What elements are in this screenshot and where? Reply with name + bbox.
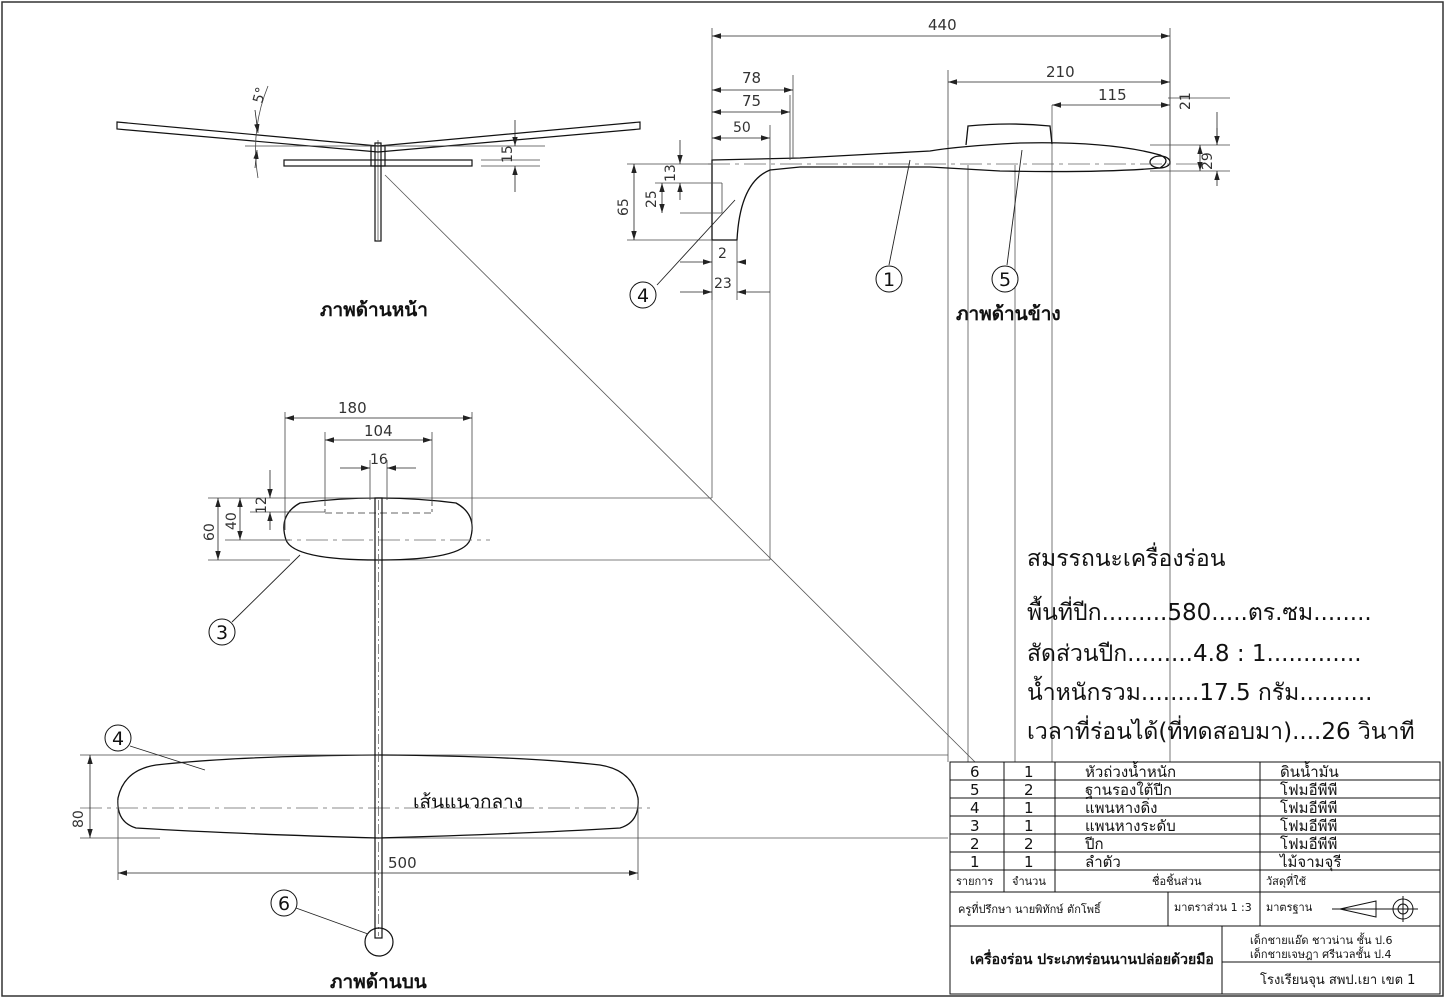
parts-row-6: 6 1 หัวถ่วงน้ำหนัก ดินน้ำมัน: [970, 761, 1339, 781]
svg-text:หัวถ่วงน้ำหนัก: หัวถ่วงน้ำหนัก: [1085, 761, 1176, 781]
dim-side-440: 440: [928, 16, 957, 34]
svg-text:1: 1: [970, 853, 980, 871]
svg-text:1: 1: [1024, 853, 1034, 871]
dim-side-210: 210: [1046, 63, 1075, 81]
svg-text:ไม้จามจุรี: ไม้จามจุรี: [1279, 853, 1341, 872]
callout-4-top: 4: [104, 724, 132, 752]
svg-text:4: 4: [112, 728, 124, 750]
svg-text:4: 4: [637, 285, 649, 307]
dim-side-65: 65: [616, 198, 632, 216]
dim-side-21: 21: [1178, 92, 1194, 110]
callout-6: 6: [270, 889, 298, 917]
callout-5: 5: [991, 265, 1019, 293]
school-name: โรงเรียนจุน สพป.เยา เขต 1: [1260, 972, 1415, 988]
parts-row-5: 5 2 ฐานรองใต้ปีก โฟมอีพีพี: [970, 781, 1337, 799]
svg-text:จำนวน: จำนวน: [1012, 875, 1046, 888]
svg-text:4: 4: [970, 799, 980, 817]
parts-row-4: 4 1 แพนหางดิ่ง โฟมอีพีพี: [970, 797, 1337, 817]
front-view: 5° 15 ภาพด้านหน้า: [116, 86, 641, 321]
svg-text:โฟมอีพีพี: โฟมอีพีพี: [1280, 799, 1337, 817]
dim-side-2: 2: [718, 246, 727, 262]
dim-side-13: 13: [663, 164, 679, 182]
front-view-label: ภาพด้านหน้า: [320, 299, 428, 321]
svg-text:โฟมอีพีพี: โฟมอีพีพี: [1280, 835, 1337, 853]
svg-text:6: 6: [970, 763, 980, 781]
svg-text:6: 6: [278, 893, 290, 915]
projection-lines: [377, 40, 1171, 839]
top-view-fuselage: ภาพด้านบน: [295, 497, 427, 993]
svg-text:วัสดุที่ใช้: วัสดุที่ใช้: [1266, 873, 1306, 888]
svg-text:แพนหางระดับ: แพนหางระดับ: [1085, 817, 1176, 835]
svg-text:1: 1: [1024, 799, 1034, 817]
student-2: เด็กชายเจษฎา ศรีนวลชั้น ป.4: [1250, 946, 1391, 961]
title-block: ครูที่ปรึกษา นายพิทักษ์ ตักโพธิ์ มาตราส่…: [958, 896, 1418, 988]
svg-text:5: 5: [970, 781, 980, 799]
dim-front-angle: 5°: [250, 86, 270, 106]
top-view-label: ภาพด้านบน: [330, 971, 427, 993]
svg-text:ดินน้ำมัน: ดินน้ำมัน: [1280, 761, 1339, 781]
svg-text:ชื่อชิ้นส่วน: ชื่อชิ้นส่วน: [1152, 873, 1202, 888]
svg-text:2: 2: [1024, 835, 1034, 853]
advisor-name: ครูที่ปรึกษา นายพิทักษ์ ตักโพธิ์: [958, 901, 1102, 916]
callout-4-side: 4: [629, 281, 657, 309]
parts-table: 6 1 หัวถ่วงน้ำหนัก ดินน้ำมัน 5 2 ฐานรองใ…: [949, 761, 1441, 995]
svg-text:ฐานรองใต้ปีก: ฐานรองใต้ปีก: [1085, 781, 1172, 799]
dim-stab-180: 180: [338, 399, 367, 417]
svg-text:3: 3: [970, 817, 980, 835]
drawing-scale: มาตราส่วน 1 :3: [1174, 901, 1252, 914]
dim-front-15: 15: [500, 145, 516, 163]
dim-side-115: 115: [1098, 86, 1127, 104]
callout-3: 3: [208, 618, 236, 646]
parts-row-1: 1 1 ลำตัว ไม้จามจุรี: [970, 853, 1341, 872]
dim-side-75: 75: [742, 92, 761, 110]
parts-row-3: 3 1 แพนหางระดับ โฟมอีพีพี: [970, 817, 1337, 835]
performance-title: สมรรถนะเครื่องร่อน: [1027, 542, 1226, 572]
svg-text:1: 1: [1024, 817, 1034, 835]
svg-text:ปีก: ปีก: [1084, 835, 1104, 853]
dim-wing-80: 80: [71, 810, 87, 828]
dim-stab-60: 60: [202, 523, 218, 541]
svg-text:แพนหางดิ่ง: แพนหางดิ่ง: [1085, 797, 1158, 817]
dim-wing-500: 500: [388, 854, 417, 872]
performance-block: สมรรถนะเครื่องร่อน พื้นที่ปีก.........58…: [1027, 542, 1415, 745]
performance-flight-time: เวลาที่ร่อนได้(ที่ทดสอบมา)....26 วินาที: [1027, 715, 1415, 745]
svg-text:2: 2: [970, 835, 980, 853]
dim-side-29: 29: [1200, 152, 1216, 170]
drawing-standard: มาตรฐาน: [1266, 901, 1313, 914]
dim-stab-16: 16: [370, 452, 388, 468]
svg-text:2: 2: [1024, 781, 1034, 799]
parts-table-header: รายการ จำนวน ชื่อชิ้นส่วน วัสดุที่ใช้: [956, 873, 1306, 888]
dim-stab-12: 12: [254, 496, 270, 514]
dim-side-50: 50: [733, 120, 751, 136]
dim-side-78: 78: [742, 69, 761, 87]
svg-text:โฟมอีพีพี: โฟมอีพีพี: [1280, 817, 1337, 835]
svg-text:ลำตัว: ลำตัว: [1085, 853, 1121, 871]
side-view-label: ภาพด้านข้าง: [956, 303, 1061, 325]
svg-text:รายการ: รายการ: [956, 875, 993, 888]
parts-row-2: 2 2 ปีก โฟมอีพีพี: [970, 835, 1337, 853]
centerline-label: เส้นแนวกลาง: [413, 791, 523, 813]
dim-stab-104: 104: [364, 422, 393, 440]
performance-aspect-ratio: สัดส่วนปีก.........4.8 : 1.............: [1027, 641, 1362, 667]
callout-1: 1: [875, 265, 903, 293]
svg-text:1: 1: [1024, 763, 1034, 781]
projection-symbol-icon: [1332, 896, 1418, 922]
svg-text:5: 5: [999, 269, 1011, 291]
dim-side-23: 23: [714, 276, 732, 292]
student-1: เด็กชายแอ๊ด ชาวน่าน ชั้น ป.6: [1250, 932, 1392, 947]
drawing-title: เครื่องร่อน ประเภทร่อนนานปล่อยด้วยมือ: [970, 949, 1214, 968]
svg-text:โฟมอีพีพี: โฟมอีพีพี: [1280, 781, 1337, 799]
top-view-stabilizer: 180 104 16 60 40 12: [202, 399, 490, 623]
performance-total-weight: น้ำหนักรวม........17.5 กรัม..........: [1027, 676, 1372, 706]
dim-side-25: 25: [644, 190, 660, 208]
svg-text:3: 3: [216, 622, 228, 644]
performance-wing-area: พื้นที่ปีก.........580.....ตร.ซม........: [1027, 596, 1372, 626]
svg-text:1: 1: [883, 269, 895, 291]
top-view-wing: 80 500 เส้นแนวกลาง: [71, 745, 650, 880]
dim-stab-40: 40: [224, 512, 240, 530]
side-view: 440 210 115 78 75 50 21 29 65 25 13 2 23…: [616, 16, 1230, 325]
